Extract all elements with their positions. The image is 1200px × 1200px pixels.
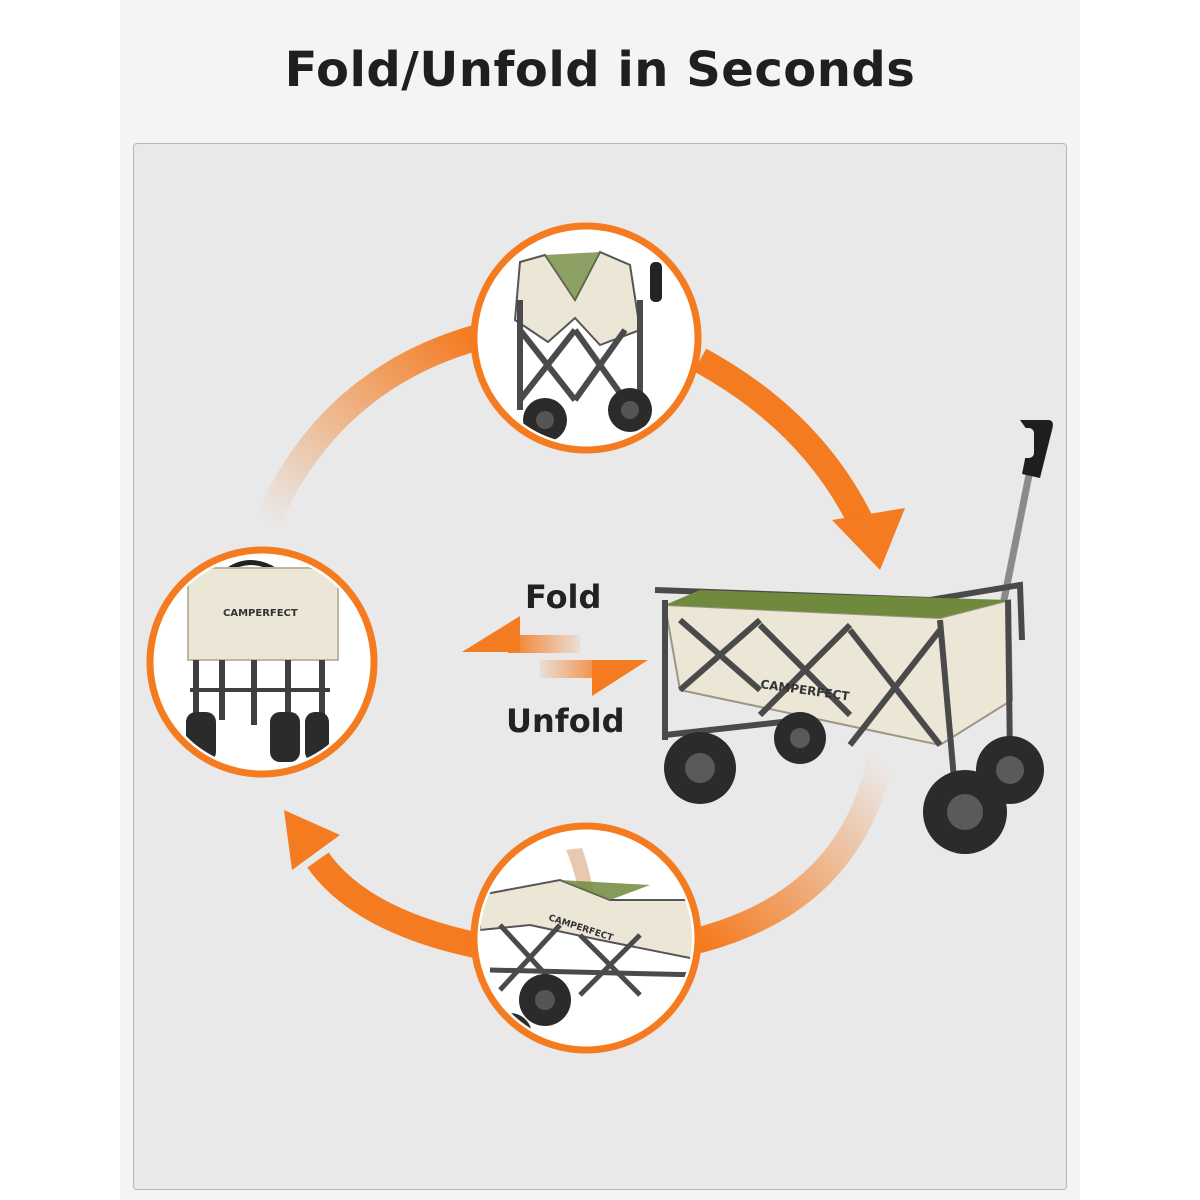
brand-logo: CAMPERFECT — [223, 608, 298, 619]
unfold-label: Unfold — [506, 702, 625, 740]
page-title: Fold/Unfold in Seconds — [284, 42, 916, 98]
orange-cycle-arrow-icon — [255, 325, 905, 958]
fold-arrow-icon — [462, 616, 580, 653]
bottom-opening-stage-image: CAMPERFECT — [470, 822, 702, 1054]
unfold-arrow-icon — [540, 660, 648, 696]
top-folding-stage-image — [470, 222, 702, 454]
left-folded-stage-image: CAMPERFECT — [146, 546, 378, 778]
unfolded-wagon-image: CAMPERFECT — [654, 420, 1053, 854]
fold-label: Fold — [525, 578, 602, 616]
